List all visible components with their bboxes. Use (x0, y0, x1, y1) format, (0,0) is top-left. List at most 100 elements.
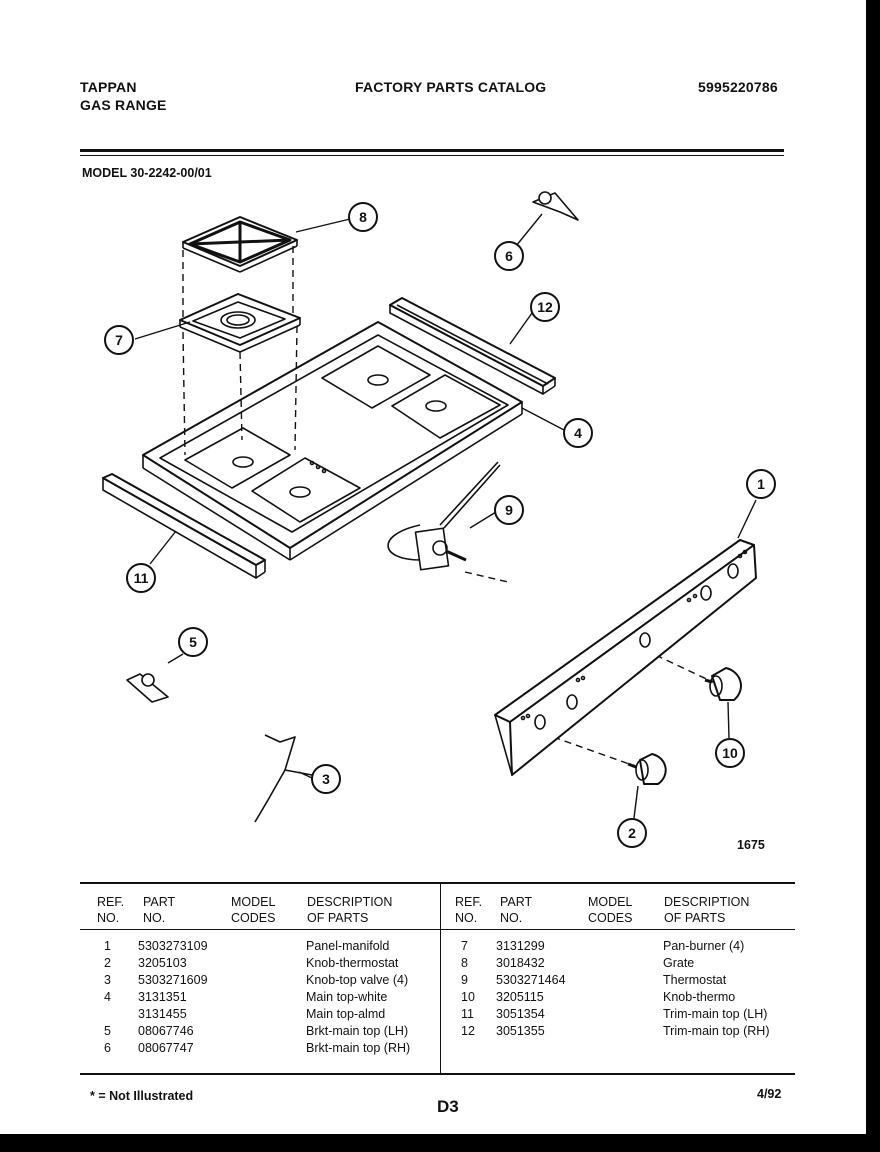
table-cell-part: 3018432 (496, 956, 545, 970)
catalog-page: TAPPAN GAS RANGE FACTORY PARTS CATALOG 5… (0, 0, 866, 1134)
callout-2: 2 (617, 818, 647, 848)
callout-12: 12 (530, 292, 560, 322)
header-ref-right: REF. NO. (455, 894, 482, 926)
table-cell-ref: 10 (461, 990, 475, 1004)
header-part-line1: PART (143, 895, 176, 909)
callout-circle (715, 738, 745, 768)
callout-1: 1 (746, 469, 776, 499)
callout-circle (494, 241, 524, 271)
callout-number: 6 (505, 248, 513, 264)
burner-pan-part (179, 293, 301, 353)
callout-5: 5 (178, 627, 208, 657)
page-number: D3 (437, 1097, 459, 1116)
table-cell-part: 5303271609 (138, 973, 208, 987)
callout-number: 11 (134, 570, 149, 586)
callout-number: 1 (757, 476, 765, 492)
table-cell-desc: Thermostat (663, 973, 727, 987)
table-top-rule (80, 882, 795, 884)
header-model-line2: CODES (231, 911, 276, 925)
knob-thermo-part (704, 667, 742, 701)
table-cell-part: 08067746 (138, 1024, 194, 1038)
trim-left-part (102, 473, 266, 579)
callout-circle (563, 418, 593, 448)
table-cell-ref: 12 (461, 1024, 475, 1038)
header-part-right-line1: PART (500, 895, 533, 909)
table-cell-ref: 11 (461, 1007, 474, 1021)
brand-name: TAPPAN (80, 79, 137, 95)
print-date: 4/92 (757, 1087, 782, 1101)
knob-thermostat-part (627, 753, 667, 785)
header-part-right-line2: NO. (500, 911, 523, 925)
table-cell-ref: 1 (104, 939, 111, 953)
table-cell-desc: Main top-almd (306, 1007, 386, 1021)
table-cell-ref: 9 (461, 973, 468, 987)
table-cell-ref: 7 (461, 939, 468, 953)
table-cell-desc: Pan-burner (4) (663, 939, 745, 953)
table-cell-desc: Trim-main top (RH) (663, 1024, 770, 1038)
callout-circle (746, 469, 776, 499)
header-desc: DESCRIPTION OF PARTS (307, 894, 392, 926)
knob-top-valve-part (254, 734, 313, 823)
catalog-number: 5995220786 (698, 79, 778, 95)
header-part-right: PART NO. (500, 894, 532, 926)
model-number: MODEL 30-2242-00/01 (82, 166, 212, 180)
callout-circle (126, 563, 156, 593)
header-ref-right-line2: NO. (455, 911, 478, 925)
callout-circle (530, 292, 560, 322)
manifold-panel-part (494, 539, 757, 776)
header-part-line2: NO. (143, 911, 166, 925)
callout-number: 4 (574, 425, 582, 441)
table-cell-desc: Knob-top valve (4) (306, 973, 409, 987)
callout-number: 3 (322, 771, 330, 787)
table-cell-desc: Knob-thermo (663, 990, 736, 1004)
callout-7: 7 (104, 325, 134, 355)
header-desc-line1: DESCRIPTION (307, 895, 393, 909)
table-bottom-rule (80, 1073, 795, 1075)
callout-number: 8 (359, 209, 367, 225)
table-cell-part: 5303271464 (496, 973, 566, 987)
table-cell-desc: Brkt-main top (RH) (306, 1041, 411, 1055)
callout-number: 9 (505, 502, 513, 518)
product-name: GAS RANGE (80, 97, 167, 113)
callout-number: 7 (115, 332, 123, 348)
table-cell-part: 08067747 (138, 1041, 194, 1055)
callout-circle (104, 325, 134, 355)
table-cell-part: 5303273109 (138, 939, 208, 953)
callout-number: 5 (189, 634, 197, 650)
header-ref-line1: REF. (97, 895, 125, 909)
table-cell-part: 3051354 (496, 1007, 545, 1021)
table-cell-desc: Knob-thermostat (306, 956, 399, 970)
table-cell-ref: 6 (104, 1041, 111, 1055)
table-header-rule (80, 929, 795, 930)
callout-11: 11 (126, 563, 156, 593)
table-cell-desc: Panel-manifold (306, 939, 390, 953)
table-cell-desc: Brkt-main top (LH) (306, 1024, 409, 1038)
callout-8: 8 (348, 202, 378, 232)
grate-part (182, 216, 298, 273)
table-cell-part: 3205103 (138, 956, 187, 970)
trim-right-part (389, 297, 556, 395)
table-cell-desc: Trim-main top (LH) (663, 1007, 768, 1021)
callout-circle (494, 495, 524, 525)
header-model-line1: MODEL (231, 895, 276, 909)
bracket-left-part (126, 673, 169, 703)
header-ref: REF. NO. (97, 894, 124, 926)
table-cell-part: 3131455 (138, 1007, 187, 1021)
callout-3: 3 (311, 764, 341, 794)
table-cell-part: 3131351 (138, 990, 187, 1004)
header-ref-right-line1: REF. (455, 895, 483, 909)
table-cell-ref: 8 (461, 956, 468, 970)
catalog-title: FACTORY PARTS CATALOG (355, 79, 547, 95)
table-cell-ref: 5 (104, 1024, 111, 1038)
figure-number: 1675 (737, 838, 765, 852)
header-rule (80, 149, 784, 152)
callout-circle (178, 627, 208, 657)
header-model-right-line1: MODEL (588, 895, 633, 909)
header-desc-right-line1: DESCRIPTION (664, 895, 750, 909)
table-cell-ref: 4 (104, 990, 111, 1004)
table-cell-part: 3131299 (496, 939, 545, 953)
callout-9: 9 (494, 495, 524, 525)
header-model: MODEL CODES (231, 894, 275, 926)
table-cell-part: 3205115 (496, 990, 544, 1004)
